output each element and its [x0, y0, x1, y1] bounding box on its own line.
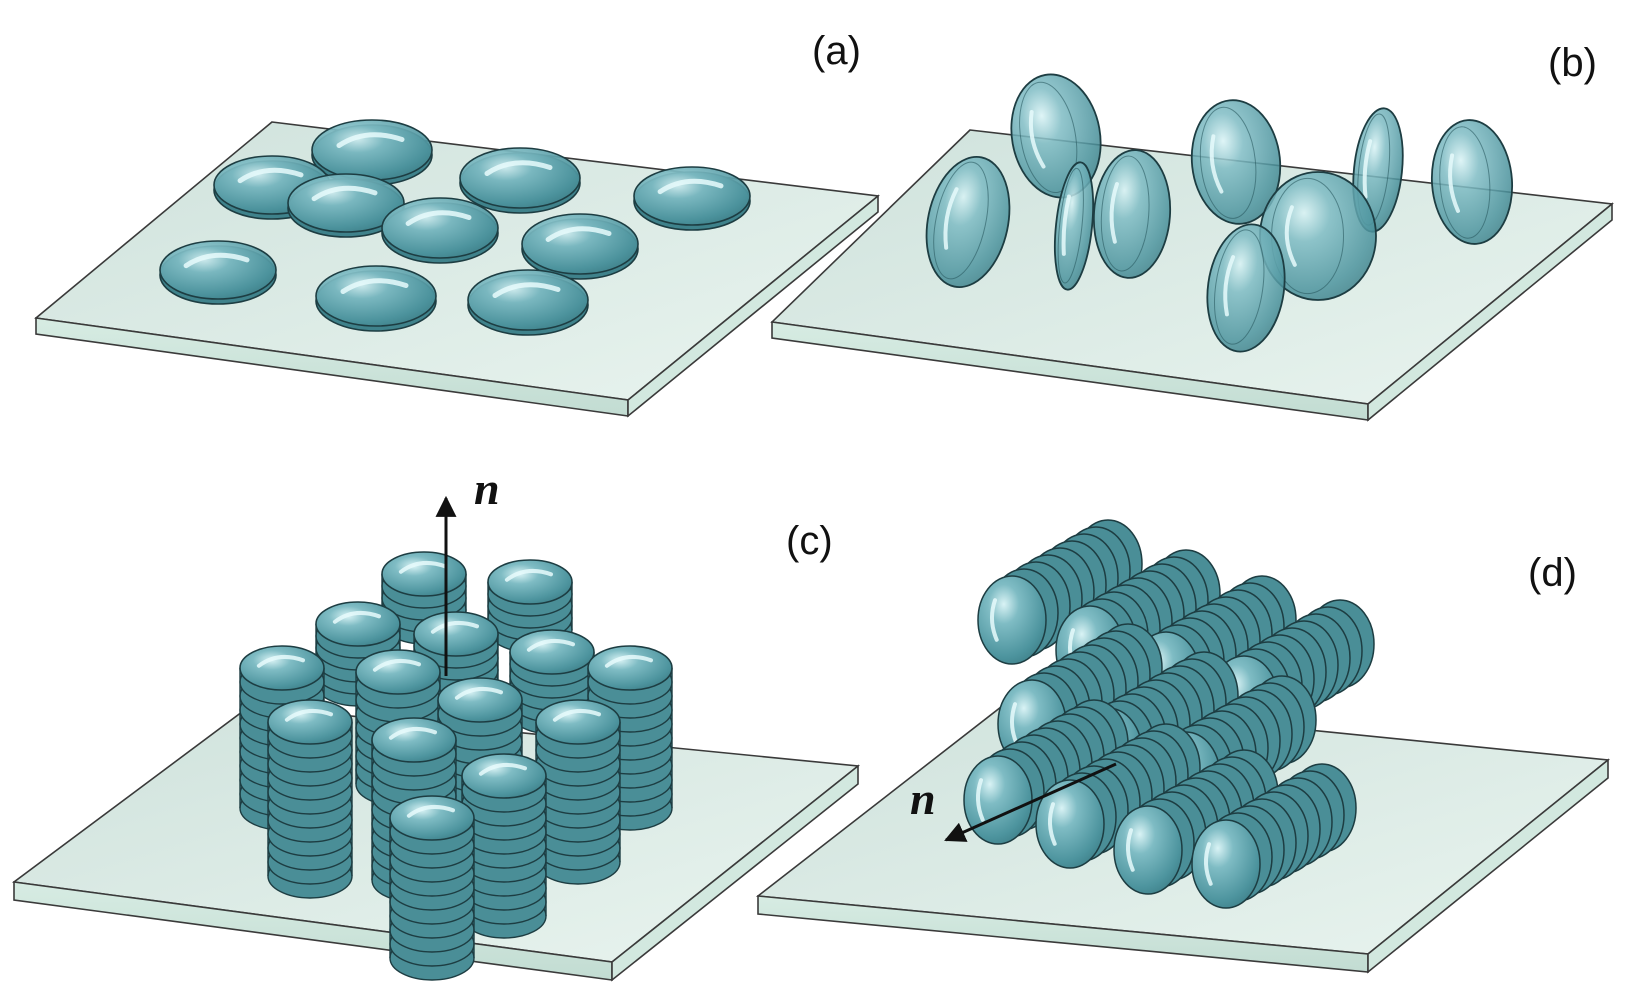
disc — [315, 265, 437, 332]
disc-layer — [925, 73, 1514, 353]
disc-rod — [1191, 763, 1357, 909]
panel-label-c: (c) — [786, 519, 833, 563]
disc-rod — [963, 699, 1129, 845]
disc — [1190, 99, 1282, 225]
disc — [287, 173, 405, 238]
panel-label-b: (b) — [1548, 41, 1597, 85]
panel-d: n (d) — [755, 519, 1611, 974]
disc-column — [267, 699, 353, 899]
director-label-c: n — [474, 463, 500, 514]
disc — [459, 147, 581, 214]
panel-a: (a) — [34, 29, 880, 418]
disc-column — [389, 795, 475, 981]
panel-label-d: (d) — [1528, 551, 1577, 595]
director-label-d: n — [910, 773, 936, 824]
disc — [1430, 119, 1514, 245]
disc-layer — [159, 119, 751, 336]
disc-column — [535, 699, 621, 885]
disc — [1206, 223, 1286, 353]
disc — [521, 213, 639, 280]
panel-b: (b) — [770, 41, 1614, 422]
columnar-stacks — [239, 551, 673, 981]
disc-column — [487, 559, 573, 653]
disc — [381, 197, 499, 264]
disc — [1092, 149, 1172, 279]
disc — [633, 166, 751, 231]
disc — [159, 240, 277, 305]
director-arrow — [944, 762, 1117, 842]
columnar-rods — [963, 519, 1375, 909]
disc — [1053, 161, 1095, 291]
disc — [925, 156, 1011, 288]
panel-c: n (c) — [11, 463, 861, 982]
disc-column — [461, 753, 547, 939]
panel-label-a: (a) — [812, 29, 861, 73]
disc — [467, 269, 589, 336]
